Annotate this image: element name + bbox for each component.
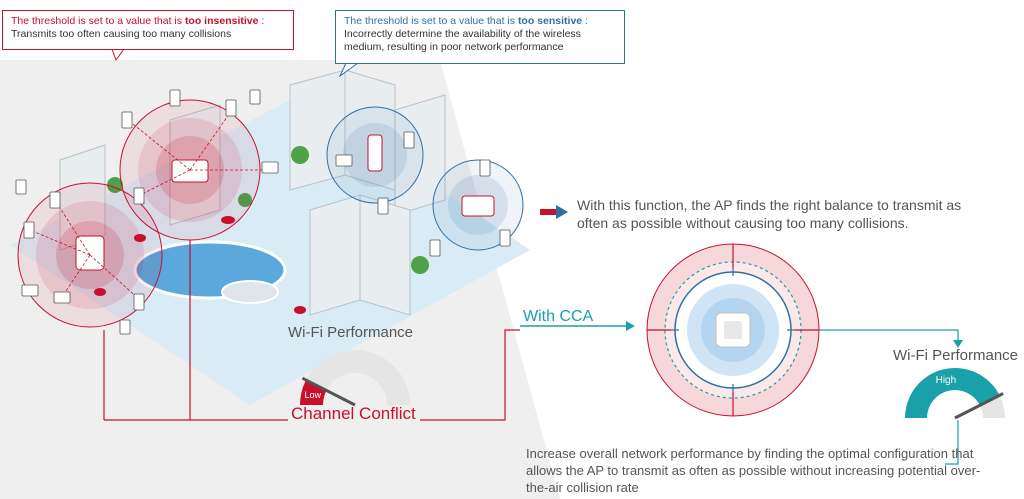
callout-too-insensitive-body: Transmits too often causing too many col… [11,28,232,40]
callout-too-sensitive-heading: The threshold is set to a value that is … [344,15,588,27]
conflict-connector [103,240,520,421]
left-gauge-title: Wi-Fi Performance [288,324,414,341]
left-gauge-level-label: Low [304,390,321,400]
right-gauge-level-label: High [936,375,957,386]
buildings [59,69,446,316]
callout-too-insensitive: The threshold is set to a value that is … [2,10,294,50]
bottom-text-connector [945,420,959,465]
blue-ap-zone-2 [432,159,524,251]
result-description: Increase overall network performance by … [526,446,981,495]
red-client-devices [15,89,279,335]
balance-description: With this function, the AP finds the rig… [577,197,962,231]
balance-arrow-icon [540,205,568,219]
channel-conflict-label: Channel Conflict [291,404,416,423]
right-gauge-title: Wi-Fi Performance [893,347,1019,364]
left-gauge: Low [300,350,410,407]
blue-client-devices [335,131,511,257]
pool-hot-tub [221,280,279,304]
with-cca-label: With CCA [523,308,594,325]
cca-diagram [646,243,963,417]
blue-ap-zone-1 [326,106,424,204]
callout-too-sensitive-body: Incorrectly determine the availability o… [344,28,581,53]
callout-too-sensitive: The threshold is set to a value that is … [335,10,625,64]
callout-too-insensitive-heading: The threshold is set to a value that is … [11,15,265,27]
right-gauge: High [905,367,1005,420]
with-cca-arrow [520,321,635,331]
callout-red-tail [111,48,125,62]
marker-pins [94,216,306,314]
